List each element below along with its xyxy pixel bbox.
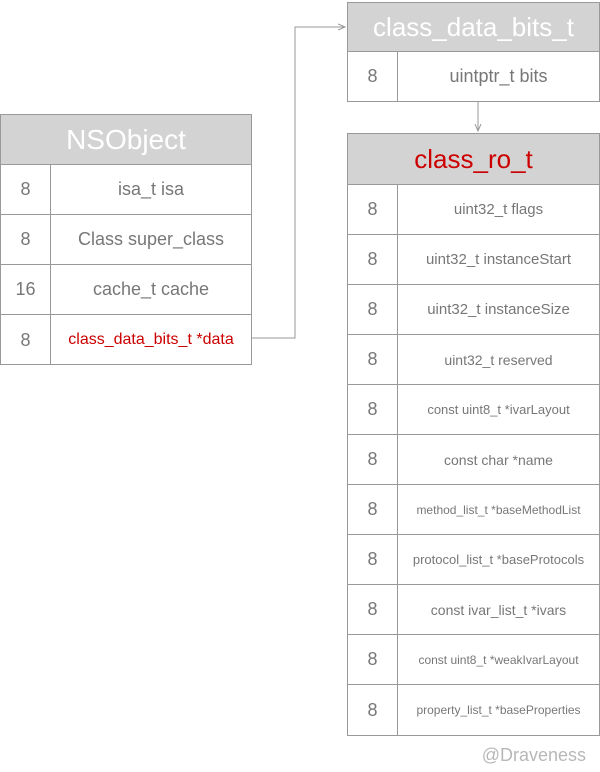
field-size: 8 (1, 315, 51, 365)
field-name: Class super_class (77, 229, 225, 249)
field-name: const uint8_t *weakIvarLayout (418, 652, 579, 667)
data-pointer-field: class_data_bits_t *data (68, 331, 234, 348)
field-size: 8 (348, 635, 398, 684)
struct-row: 8 property_list_t *baseProperties (348, 685, 599, 735)
class-data-bits-struct: class_data_bits_t 8 uintptr_t bits (347, 2, 600, 102)
field-name: isa_t isa (117, 179, 185, 199)
struct-row: 8 uint32_t instanceStart (348, 235, 599, 285)
field-size: 16 (1, 265, 51, 314)
author-watermark: @Draveness (481, 745, 586, 765)
field-name: protocol_list_t *baseProtocols (412, 552, 585, 567)
struct-row: 8 method_list_t *baseMethodList (348, 485, 599, 535)
field-size: 8 (348, 485, 398, 534)
class-data-bits-title: class_data_bits_t (348, 3, 599, 52)
struct-row: 8 uint32_t reserved (348, 335, 599, 385)
class-ro-struct: class_ro_t 8 uint32_t flags 8 uint32_t i… (347, 133, 600, 736)
field-name: uintptr_t bits (449, 66, 548, 86)
field-size: 8 (348, 385, 398, 434)
field-size: 8 (348, 685, 398, 735)
nsobject-title: NSObject (1, 115, 251, 165)
struct-row: 8 const uint8_t *ivarLayout (348, 385, 599, 435)
field-size: 8 (348, 185, 398, 234)
field-name: uint32_t instanceStart (425, 251, 572, 268)
struct-row: 8 uintptr_t bits (348, 52, 599, 101)
data-pointer-arrow (252, 27, 345, 339)
field-size: 8 (348, 52, 398, 101)
nsobject-struct: NSObject 8 isa_t isa 8 Class super_class… (0, 114, 252, 365)
struct-row: 8 isa_t isa (1, 165, 251, 215)
field-size: 8 (1, 165, 51, 214)
struct-row: 8 const ivar_list_t *ivars (348, 585, 599, 635)
struct-row: 8 Class super_class (1, 215, 251, 265)
class-ro-title: class_ro_t (348, 134, 599, 185)
field-size: 8 (348, 285, 398, 334)
field-name: const char *name (444, 451, 553, 468)
field-name: uint32_t reserved (444, 351, 553, 368)
field-name: property_list_t *baseProperties (416, 703, 581, 717)
field-size: 8 (348, 435, 398, 484)
field-name: method_list_t *baseMethodList (416, 502, 581, 517)
field-size: 8 (348, 335, 398, 384)
field-name: cache_t cache (92, 279, 210, 299)
field-name: uint32_t instanceSize (427, 301, 570, 318)
field-name: const uint8_t *ivarLayout (427, 402, 570, 417)
struct-row: 8 class_data_bits_t *data (1, 315, 251, 365)
struct-row: 8 uint32_t instanceSize (348, 285, 599, 335)
struct-row: 8 const uint8_t *weakIvarLayout (348, 635, 599, 685)
field-name: uint32_t flags (453, 201, 544, 218)
struct-row: 16 cache_t cache (1, 265, 251, 315)
field-size: 8 (1, 215, 51, 264)
struct-row: 8 const char *name (348, 435, 599, 485)
struct-row: 8 protocol_list_t *baseProtocols (348, 535, 599, 585)
field-size: 8 (348, 235, 398, 284)
struct-row: 8 uint32_t flags (348, 185, 599, 235)
field-size: 8 (348, 585, 398, 634)
field-name: const ivar_list_t *ivars (430, 601, 567, 618)
field-size: 8 (348, 535, 398, 584)
